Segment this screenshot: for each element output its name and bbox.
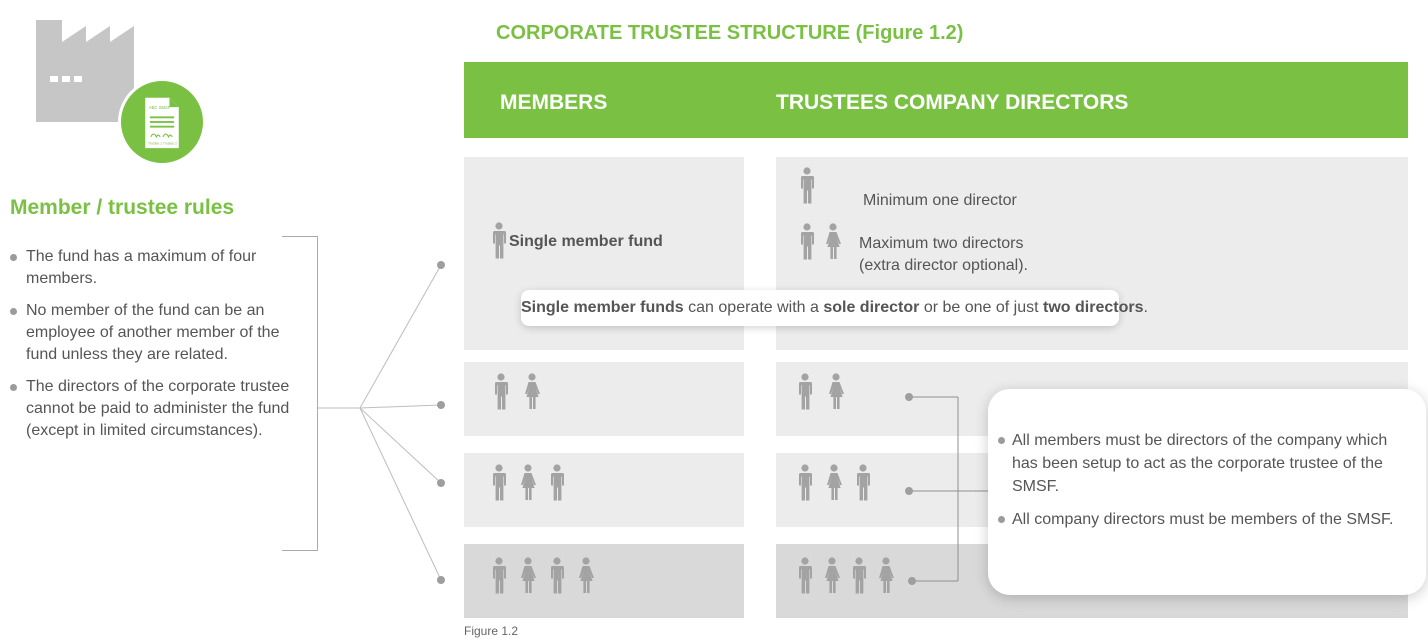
callout-text-2: or be one of just	[919, 299, 1044, 316]
header-bar	[464, 62, 1408, 138]
male-person-icon	[492, 222, 506, 260]
figure-caption: Figure 1.2	[464, 624, 519, 638]
minimum-directors-label: Minimum one director	[863, 192, 1017, 209]
callout-text-1: can operate with a	[683, 299, 824, 316]
single-member-callout: Single member funds can operate with a s…	[521, 290, 1148, 326]
male-person-icon	[798, 557, 812, 595]
female-person-icon	[824, 557, 840, 595]
male-person-icon	[550, 557, 564, 595]
callout-bold-1: Single member funds	[521, 299, 684, 316]
callout-text-3: .	[1143, 299, 1148, 316]
male-person-icon	[856, 464, 870, 502]
members-row-2	[464, 362, 744, 436]
male-person-icon	[798, 464, 812, 502]
female-person-icon	[826, 464, 842, 502]
male-person-icon	[800, 223, 814, 261]
column-header-members: MEMBERS	[500, 91, 608, 114]
rules-title: Member / trustee rules	[10, 196, 235, 219]
female-person-icon	[878, 557, 894, 595]
rule-item: No member of the fund can be an employee…	[10, 300, 300, 366]
female-person-icon	[578, 557, 594, 595]
male-person-icon	[494, 373, 508, 411]
female-person-icon	[524, 373, 540, 411]
rules-bracket	[282, 236, 318, 551]
male-person-icon	[550, 464, 564, 502]
info-list: All members must be directors of the com…	[998, 429, 1398, 541]
single-member-label: Single member fund	[509, 233, 663, 250]
diagram-title: CORPORATE TRUSTEE STRUCTURE (Figure 1.2)	[496, 22, 964, 44]
callout-bold-3: two directors	[1043, 299, 1144, 316]
info-item: All company directors must be members of…	[998, 508, 1398, 531]
badge-trustee-2: Trustee 2	[163, 141, 177, 145]
callout-bold-2: sole director	[823, 299, 920, 316]
maximum-directors-line-2: (extra director optional).	[859, 257, 1028, 274]
male-person-icon	[492, 557, 506, 595]
maximum-directors-label: Maximum two directors (extra director op…	[859, 233, 1028, 277]
male-person-icon	[492, 464, 506, 502]
badge-title: ABC SMSF	[149, 105, 171, 110]
male-person-icon	[798, 373, 812, 411]
badge-trustee-1: Trustee 1	[148, 141, 162, 145]
rules-list: The fund has a maximum of four members. …	[10, 246, 300, 452]
female-person-icon	[520, 557, 536, 595]
female-person-icon	[520, 464, 536, 502]
members-row-4	[464, 544, 744, 618]
factory-icon	[36, 20, 134, 122]
members-row-3	[464, 453, 744, 527]
document-badge-icon: ABC SMSF Trustee 1 Trustee 2	[118, 78, 206, 166]
info-box	[988, 389, 1426, 595]
female-person-icon	[825, 223, 841, 261]
female-person-icon	[828, 373, 844, 411]
column-header-trustees: TRUSTEES COMPANY DIRECTORS	[776, 91, 1129, 114]
rule-item: The directors of the corporate trustee c…	[10, 376, 300, 442]
rule-item: The fund has a maximum of four members.	[10, 246, 300, 290]
maximum-directors-line-1: Maximum two directors	[859, 235, 1024, 252]
info-item: All members must be directors of the com…	[998, 429, 1398, 498]
male-person-icon	[852, 557, 866, 595]
male-person-icon	[800, 167, 814, 205]
